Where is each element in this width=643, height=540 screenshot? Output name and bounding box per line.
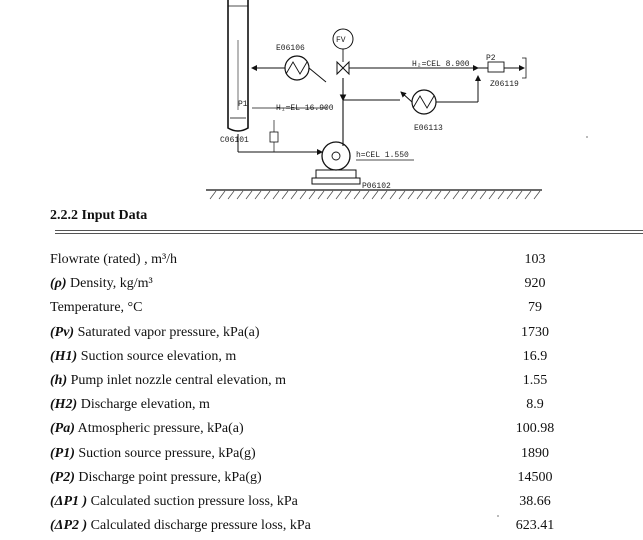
- ground-line: [206, 189, 542, 200]
- row-symbol: (P2): [50, 469, 75, 485]
- row-symbol: (P1): [50, 445, 75, 461]
- p2-tag: P2: [486, 54, 496, 63]
- vessel-c06101: [227, 0, 249, 132]
- input-data-table: Flowrate (rated) , m³/h 103 (ρ) Density, k…: [50, 248, 643, 538]
- row-symbol: (Pa): [50, 421, 75, 437]
- process-diagram: C06101 P1 E06106 FV H₂=CEL 8.900 P2 Z061…: [206, 0, 542, 200]
- data-row: Flowrate (rated) , m³/h 103: [50, 248, 643, 272]
- row-value: 1890: [521, 445, 549, 461]
- data-row: (H1) Suction source elevation, m 16.9: [50, 345, 643, 369]
- row-value: 103: [524, 252, 546, 267]
- data-row: Temperature, °C 79: [50, 296, 643, 320]
- data-row: (Pv) Saturated vapor pressure, kPa(a) 173…: [50, 321, 643, 345]
- row-value: 38.66: [519, 493, 551, 509]
- row-value: 8.9: [526, 397, 544, 413]
- row-value: 1730: [521, 324, 549, 340]
- row-symbol: (ΔP2 ): [50, 518, 88, 534]
- row-value: 1.55: [522, 372, 548, 388]
- row-label-text: Calculated suction pressure loss, kPa: [87, 493, 298, 509]
- row-label: (ρ) Density, kg/m³: [50, 272, 153, 296]
- row-label-text: Pump inlet nozzle central elevation, m: [67, 372, 286, 388]
- exchanger-e06113: [400, 89, 479, 115]
- row-symbol: (ΔP1 ): [50, 493, 88, 509]
- discharge-point-z06119: [478, 57, 527, 79]
- row-value: 16.9: [522, 348, 548, 364]
- row-symbol: (h): [50, 372, 68, 388]
- data-row: (P2) Discharge point pressure, kPa(g) 145…: [50, 466, 643, 490]
- exchanger-top-tag: E06106: [276, 44, 305, 53]
- row-label-text: Density, kg/m³: [66, 276, 153, 292]
- exchanger-right-tag: E06113: [414, 124, 443, 133]
- section-divider-bottom: [55, 233, 643, 234]
- row-label: Flowrate (rated) , m³/h: [50, 248, 177, 272]
- vessel-tag: C06101: [220, 136, 249, 145]
- data-row: (ρ) Density, kg/m³ 920: [50, 272, 643, 296]
- row-label: (Pa) Atmospheric pressure, kPa(a): [50, 417, 244, 441]
- row-label: (Pv) Saturated vapor pressure, kPa(a): [50, 321, 260, 345]
- p1-tag: P1: [238, 100, 248, 109]
- row-value: 920: [524, 276, 546, 292]
- discharge-point-tag: Z06119: [490, 80, 519, 89]
- row-label: (ΔP1 ) Calculated suction pressure loss,…: [50, 490, 298, 514]
- h1-elevation: H₁=EL 16.900: [276, 104, 334, 113]
- pump-p06102: [311, 141, 361, 185]
- row-label: (ΔP2 ) Calculated discharge pressure los…: [50, 514, 311, 538]
- exchanger-e06106: [251, 55, 327, 83]
- row-symbol: (H2): [50, 397, 78, 413]
- section-divider-top: [55, 230, 643, 231]
- control-valve-fv: [332, 28, 354, 102]
- row-label: Temperature, °C: [50, 296, 142, 320]
- row-label-text: Suction source elevation, m: [77, 348, 237, 364]
- row-label-text: Calculated discharge pressure loss, kPa: [87, 518, 311, 534]
- row-value: 14500: [517, 469, 553, 485]
- row-label-text: Discharge point pressure, kPa(g): [74, 469, 262, 485]
- row-value: 623.41: [515, 518, 555, 534]
- data-row: (P1) Suction source pressure, kPa(g) 1890: [50, 442, 643, 466]
- section-title: 2.2.2 Input Data: [50, 208, 148, 223]
- data-row: (Pa) Atmospheric pressure, kPa(a) 100.98: [50, 417, 643, 441]
- data-row: (ΔP1 ) Calculated suction pressure loss,…: [50, 490, 643, 514]
- row-label-text: Temperature, °C: [50, 300, 143, 316]
- row-label-text: Saturated vapor pressure, kPa(a): [74, 324, 260, 340]
- data-row: (H2) Discharge elevation, m 8.9: [50, 393, 643, 417]
- row-symbol: (H1): [50, 348, 78, 364]
- data-row: (ΔP2 ) Calculated discharge pressure los…: [50, 514, 643, 538]
- row-label: (P1) Suction source pressure, kPa(g): [50, 442, 256, 466]
- h-elevation: h=CEL 1.550: [356, 151, 409, 160]
- row-label: (H2) Discharge elevation, m: [50, 393, 210, 417]
- valve-tag: FV: [336, 36, 346, 45]
- row-label: (h) Pump inlet nozzle central elevation,…: [50, 369, 286, 393]
- row-value: 79: [528, 300, 542, 316]
- data-row: (h) Pump inlet nozzle central elevation,…: [50, 369, 643, 393]
- h2-elevation: H₂=CEL 8.900: [412, 60, 470, 69]
- row-label-text: Discharge elevation, m: [77, 397, 210, 413]
- row-label-text: Flowrate (rated) , m³/h: [50, 252, 178, 267]
- row-label-text: Atmospheric pressure, kPa(a): [74, 421, 244, 437]
- row-symbol: (Pv): [50, 324, 75, 340]
- suction-strainer-icon: [269, 120, 279, 152]
- pump-tag: P06102: [362, 182, 391, 191]
- row-label-text: Suction source pressure, kPa(g): [74, 445, 256, 461]
- row-symbol: (ρ): [50, 276, 67, 292]
- row-label: (P2) Discharge point pressure, kPa(g): [50, 466, 262, 490]
- row-value: 100.98: [515, 421, 555, 437]
- row-label: (H1) Suction source elevation, m: [50, 345, 236, 369]
